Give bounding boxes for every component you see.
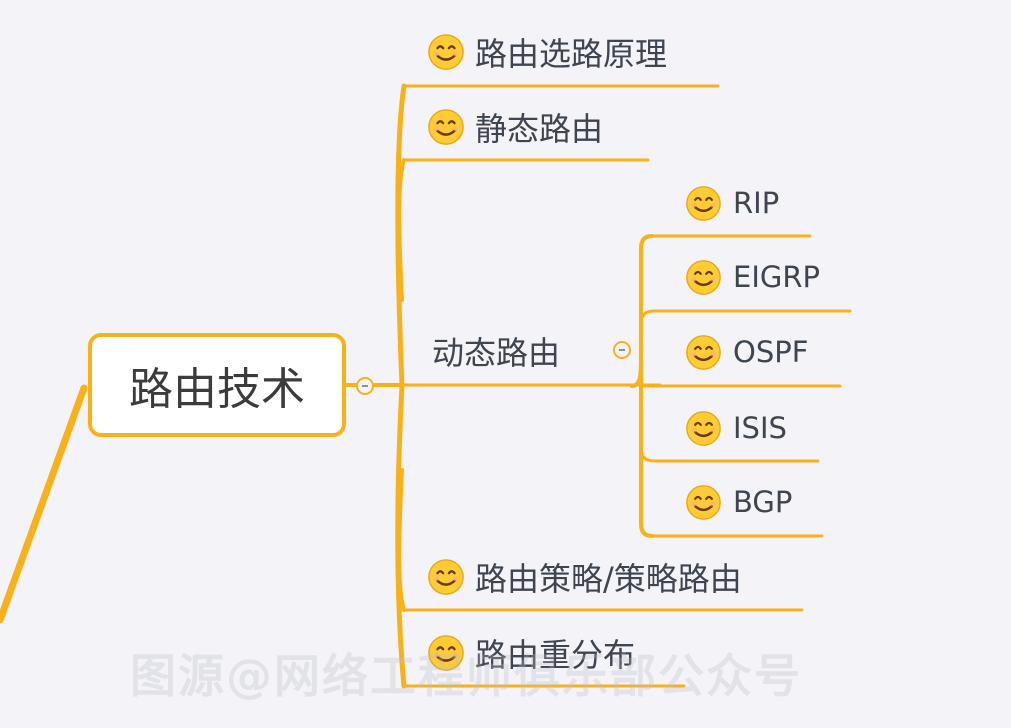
watermark-text: 图源@网络工程师俱乐部公众号: [130, 649, 802, 703]
dynamic-collapse-toggle[interactable]: [613, 341, 631, 359]
sub-branch-eigrp: [639, 309, 852, 326]
smile-icon: [428, 109, 464, 145]
branch-label: 路由策略/策略路由: [475, 560, 742, 598]
smile-icon: [686, 185, 721, 221]
protocol-topic-rip[interactable]: RIP: [685, 182, 779, 224]
sub-trunk-lower: [639, 358, 654, 538]
branch-label: 路由重分布: [475, 636, 636, 674]
protocol-label: EIGRP: [733, 260, 820, 294]
branch-topic[interactable]: 静态路由: [427, 106, 603, 148]
root-topic[interactable]: 路由技术: [88, 333, 346, 437]
branch-trunk-policy: [397, 468, 406, 612]
smile-icon: [428, 635, 464, 671]
branch-topic[interactable]: 路由策略/策略路由: [427, 556, 742, 598]
smile-icon: [428, 559, 464, 595]
protocol-topic-ospf[interactable]: OSPF: [685, 331, 808, 373]
smile-icon: [686, 334, 721, 370]
protocol-label: OSPF: [733, 335, 809, 369]
smile-icon: [686, 259, 721, 295]
branch-label: 静态路由: [475, 110, 604, 148]
protocol-label: BGP: [733, 485, 793, 519]
branch-label: 路由选路原理: [475, 35, 668, 73]
protocol-topic-bgp[interactable]: BGP: [685, 481, 792, 523]
parent-connector-line: [0, 384, 88, 624]
branch-topic[interactable]: 路由选路原理: [427, 31, 667, 73]
protocol-topic-isis[interactable]: ISIS: [685, 407, 787, 449]
branch-topic[interactable]: 动态路由: [432, 330, 560, 372]
protocol-topic-eigrp[interactable]: EIGRP: [685, 256, 820, 298]
protocol-label: ISIS: [733, 411, 787, 445]
branch-label: 动态路由: [432, 334, 561, 372]
branch-trunk-static: [397, 158, 406, 302]
sub-branch-isis: [639, 446, 820, 463]
root-collapse-toggle[interactable]: [356, 377, 374, 395]
smile-icon: [686, 410, 721, 446]
protocol-label: RIP: [733, 186, 780, 220]
smile-icon: [686, 484, 721, 520]
smile-icon: [428, 34, 464, 70]
sub-trunk: [630, 234, 654, 388]
branch-topic[interactable]: 路由重分布: [427, 632, 635, 674]
